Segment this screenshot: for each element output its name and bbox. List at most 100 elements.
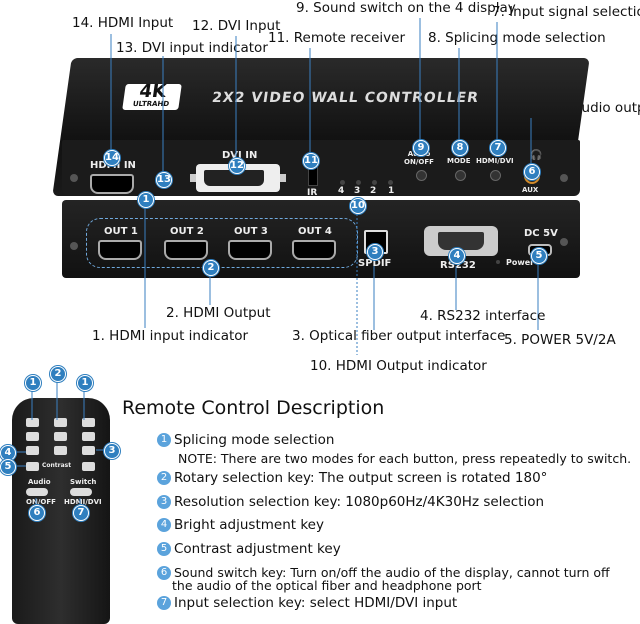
badge-14: 14 — [104, 150, 120, 166]
remote-desc-number: 3 — [157, 495, 171, 509]
label-out2: OUT 2 — [170, 226, 204, 237]
led-output-1 — [388, 180, 393, 185]
callout-hdmi-output-indicator: 10. HDMI Output indicator — [310, 358, 487, 374]
hdmi-dvi-button[interactable] — [490, 170, 501, 181]
remote-label-on-off: ON/OFF — [26, 498, 56, 506]
remote-label-hdmi-dvi: HDMI/DVI — [64, 498, 102, 506]
led-output-4 — [340, 180, 345, 185]
remote-key-10[interactable] — [26, 462, 39, 471]
remote-desc-text: the audio of the optical fiber and headp… — [172, 578, 482, 593]
remote-desc-item: the audio of the optical fiber and headp… — [172, 578, 482, 593]
label-out1: OUT 1 — [104, 226, 138, 237]
remote-key-2[interactable] — [54, 418, 67, 427]
remote-label-switch: Switch — [70, 478, 97, 486]
remote-desc-text: NOTE: There are two modes for each butto… — [178, 451, 632, 466]
badge-7: 7 — [490, 140, 506, 156]
mode-button[interactable] — [455, 170, 466, 181]
remote-key-3[interactable] — [82, 418, 95, 427]
callout-splicing-mode: 8. Splicing mode selection — [428, 30, 606, 46]
remote-badge-2: 2 — [50, 366, 66, 382]
callout-dvi-input-indicator: 13. DVI input indicator — [116, 40, 268, 56]
port-out3[interactable] — [228, 240, 272, 260]
port-hdmi-in[interactable] — [90, 174, 134, 194]
audio-on-off-button[interactable] — [416, 170, 427, 181]
callout-sound-switch: 9. Sound switch on the 4 display — [296, 0, 516, 16]
remote-desc-number: 4 — [157, 518, 171, 532]
remote-desc-number: 5 — [157, 542, 171, 556]
remote-desc-text: Input selection key: select HDMI/DVI inp… — [174, 595, 458, 611]
remote-desc-number: 1 — [157, 433, 171, 447]
callout-rs232-interface: 4. RS232 interface — [420, 308, 546, 324]
label-dc5v: DC 5V — [524, 228, 558, 239]
label-rs232: RS232 — [440, 260, 476, 271]
badge-6: 6 — [524, 164, 540, 180]
remote-badge-5: 5 — [0, 459, 16, 475]
label-led-2: 2 — [370, 186, 377, 196]
label-ir: IR — [307, 188, 318, 198]
badge-2: 2 — [203, 260, 219, 276]
remote-badge-4: 4 — [0, 445, 16, 461]
remote-key-4[interactable] — [26, 432, 39, 441]
label-out3: OUT 3 — [234, 226, 268, 237]
remote-desc-text: Splicing mode selection — [174, 432, 335, 448]
label-mode: MODE — [447, 157, 471, 165]
remote-desc-text: Sound switch key: Turn on/off the audio … — [174, 565, 610, 580]
remote-badge-3: 3 — [104, 443, 120, 459]
remote-switch-button[interactable] — [70, 488, 92, 496]
remote-desc-text: Bright adjustment key — [174, 517, 324, 533]
remote-badge-1a: 1 — [25, 375, 41, 391]
callout-hdmi-output: 2. HDMI Output — [166, 305, 271, 321]
callout-hdmi-input: 14. HDMI Input — [72, 15, 174, 31]
badge-5: 5 — [531, 248, 547, 264]
badge-1: 1 — [138, 192, 154, 208]
port-dvi-in[interactable] — [190, 164, 286, 192]
label-out4: OUT 4 — [298, 226, 332, 237]
badge-8: 8 — [452, 140, 468, 156]
remote-key-8[interactable] — [54, 446, 67, 455]
callout-power: 5. POWER 5V/2A — [504, 332, 616, 348]
remote-audio-button[interactable] — [26, 488, 48, 496]
remote-desc-number: 6 — [157, 566, 171, 580]
callout-input-signal-selection: 7. Input signal selection — [492, 4, 640, 20]
port-out1[interactable] — [98, 240, 142, 260]
remote-desc-text: Resolution selection key: 1080p60Hz/4K30… — [174, 494, 545, 510]
remote-desc-title: Remote Control Description — [122, 397, 385, 419]
port-out2[interactable] — [164, 240, 208, 260]
label-led-4: 4 — [338, 186, 345, 196]
remote-label-contrast: Contrast — [42, 462, 72, 469]
remote-leader-lines — [12, 380, 108, 506]
badge-3: 3 — [367, 244, 383, 260]
screw-left — [70, 174, 78, 182]
screw-right — [560, 174, 568, 182]
remote-desc-text: Contrast adjustment key — [174, 541, 341, 557]
callout-hdmi-input-indicator: 1. HDMI input indicator — [92, 328, 249, 344]
badge-12: 12 — [229, 158, 245, 174]
badge-13: 13 — [156, 172, 172, 188]
remote-key-5[interactable] — [54, 432, 67, 441]
remote-key-7[interactable] — [26, 446, 39, 455]
remote-badge-7: 7 — [73, 505, 89, 521]
remote-key-1[interactable] — [26, 418, 39, 427]
led-output-3 — [356, 180, 361, 185]
callout-optical-fiber: 3. Optical fiber output interface — [292, 328, 506, 344]
remote-key-9[interactable] — [82, 446, 95, 455]
screw-rear-left — [70, 242, 78, 250]
label-hdmi-dvi: HDMI/DVI — [476, 157, 514, 165]
remote-key-11[interactable] — [82, 462, 95, 471]
badge-11: 11 — [303, 153, 319, 169]
remote-key-6[interactable] — [82, 432, 95, 441]
label-aux: AUX — [522, 186, 539, 194]
remote-badge-1b: 1 — [77, 375, 93, 391]
callout-dvi-input: 12. DVI Input — [192, 18, 281, 34]
remote-desc-item: NOTE: There are two modes for each butto… — [178, 451, 631, 466]
badge-9: 9 — [413, 140, 429, 156]
badge-10: 10 — [350, 198, 366, 214]
badge-4: 4 — [449, 248, 465, 264]
port-out4[interactable] — [292, 240, 336, 260]
